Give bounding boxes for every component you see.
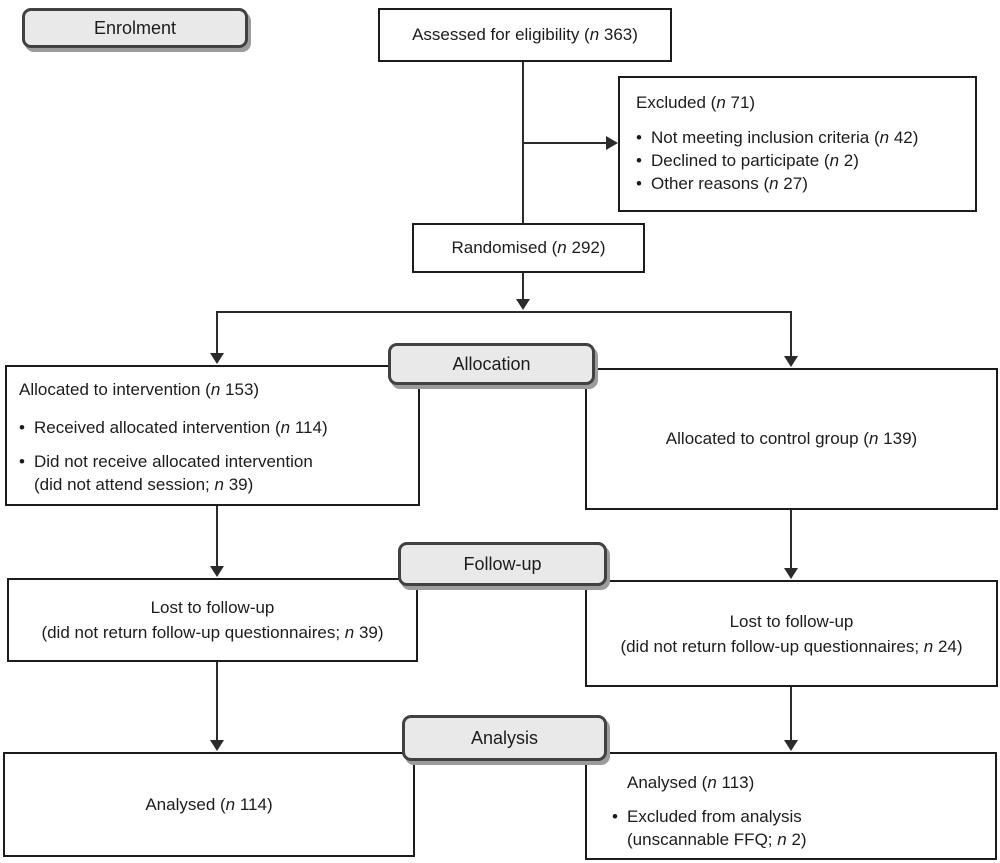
connector-followup-to-analysis-left (216, 661, 218, 741)
excluded-item-declined: • Declined to participate (n 2) (636, 151, 859, 170)
connector-split-horizontal (216, 311, 792, 313)
bullet-icon: • (636, 174, 642, 193)
stage-label-enrolment: Enrolment (22, 8, 248, 48)
arrowhead-analysis-left-icon (210, 740, 224, 751)
intervention-allocation-box: Allocated to intervention (n 153) • Rece… (5, 365, 420, 506)
bullet-icon: • (612, 807, 618, 826)
connector-branch-control (790, 311, 792, 357)
bullet-icon: • (636, 128, 642, 147)
analysed-control-excluded-item: • Excluded from analysis (unscannable FF… (612, 807, 807, 849)
intervention-item-received: • Received allocated intervention (n 114… (19, 418, 328, 437)
analysed-intervention-text: Analysed (n 114) (145, 794, 273, 814)
connector-to-excluded (522, 142, 606, 144)
arrowhead-split-icon (516, 299, 530, 310)
assessed-eligibility-text: Assessed for eligibility (n 363) (412, 25, 638, 44)
lost-followup-intervention-box: Lost to follow-up (did not return follow… (7, 578, 418, 662)
arrowhead-excluded-icon (606, 136, 618, 150)
stage-label-allocation: Allocation (388, 343, 595, 385)
arrowhead-analysis-right-icon (784, 740, 798, 751)
connector-followup-to-analysis-right (790, 686, 792, 741)
lost-followup-control-box: Lost to follow-up (did not return follow… (585, 580, 998, 687)
stage-label-enrolment-text: Enrolment (93, 17, 177, 38)
lost-followup-intervention-line1: Lost to follow-up (150, 598, 275, 617)
control-allocation-text: Allocated to control group (n 139) (665, 429, 918, 448)
stage-label-analysis: Analysis (402, 715, 607, 761)
excluded-item-not-meeting: • Not meeting inclusion criteria (n 42) (636, 128, 919, 147)
excluded-title: Excluded (n 71) (636, 93, 756, 112)
lost-followup-control-line1: Lost to follow-up (729, 611, 854, 631)
stage-label-analysis-text: Analysis (470, 727, 539, 748)
lost-followup-control-line2: (did not return follow-up questionnaires… (620, 636, 963, 656)
lost-followup-intervention-line2: (did not return follow-up questionnaires… (41, 623, 384, 642)
excluded-box: Excluded (n 71) • Not meeting inclusion … (618, 76, 977, 212)
randomised-text: Randomised (n 292) (451, 238, 606, 257)
control-allocation-box: Allocated to control group (n 139) (585, 368, 998, 510)
arrowhead-followup-left-icon (210, 566, 224, 577)
bullet-icon: • (19, 452, 25, 471)
arrowhead-control-icon (784, 356, 798, 367)
arrowhead-intervention-icon (210, 353, 224, 364)
intervention-title: Allocated to intervention (n 153) (19, 380, 260, 399)
connector-branch-intervention (216, 311, 218, 354)
stage-label-follow-up-text: Follow-up (463, 553, 542, 574)
connector-intervention-to-followup (216, 505, 218, 567)
analysed-control-box: Analysed (n 113) • Excluded from analysi… (585, 752, 997, 860)
bullet-icon: • (636, 151, 642, 170)
analysed-control-title: Analysed (n 113) (627, 773, 755, 792)
stage-label-allocation-text: Allocation (452, 353, 531, 374)
intervention-item-not-received: • Did not receive allocated intervention… (19, 452, 313, 494)
connector-control-to-followup (790, 510, 792, 568)
analysed-intervention-box: Analysed (n 114) (3, 752, 415, 857)
arrowhead-followup-right-icon (784, 568, 798, 579)
bullet-icon: • (19, 418, 25, 437)
randomised-box: Randomised (n 292) (412, 223, 645, 273)
excluded-item-other: • Other reasons (n 27) (636, 174, 808, 193)
assessed-eligibility-box: Assessed for eligibility (n 363) (378, 8, 672, 62)
stage-label-follow-up: Follow-up (398, 542, 607, 586)
connector-randomised-to-split (522, 273, 524, 301)
